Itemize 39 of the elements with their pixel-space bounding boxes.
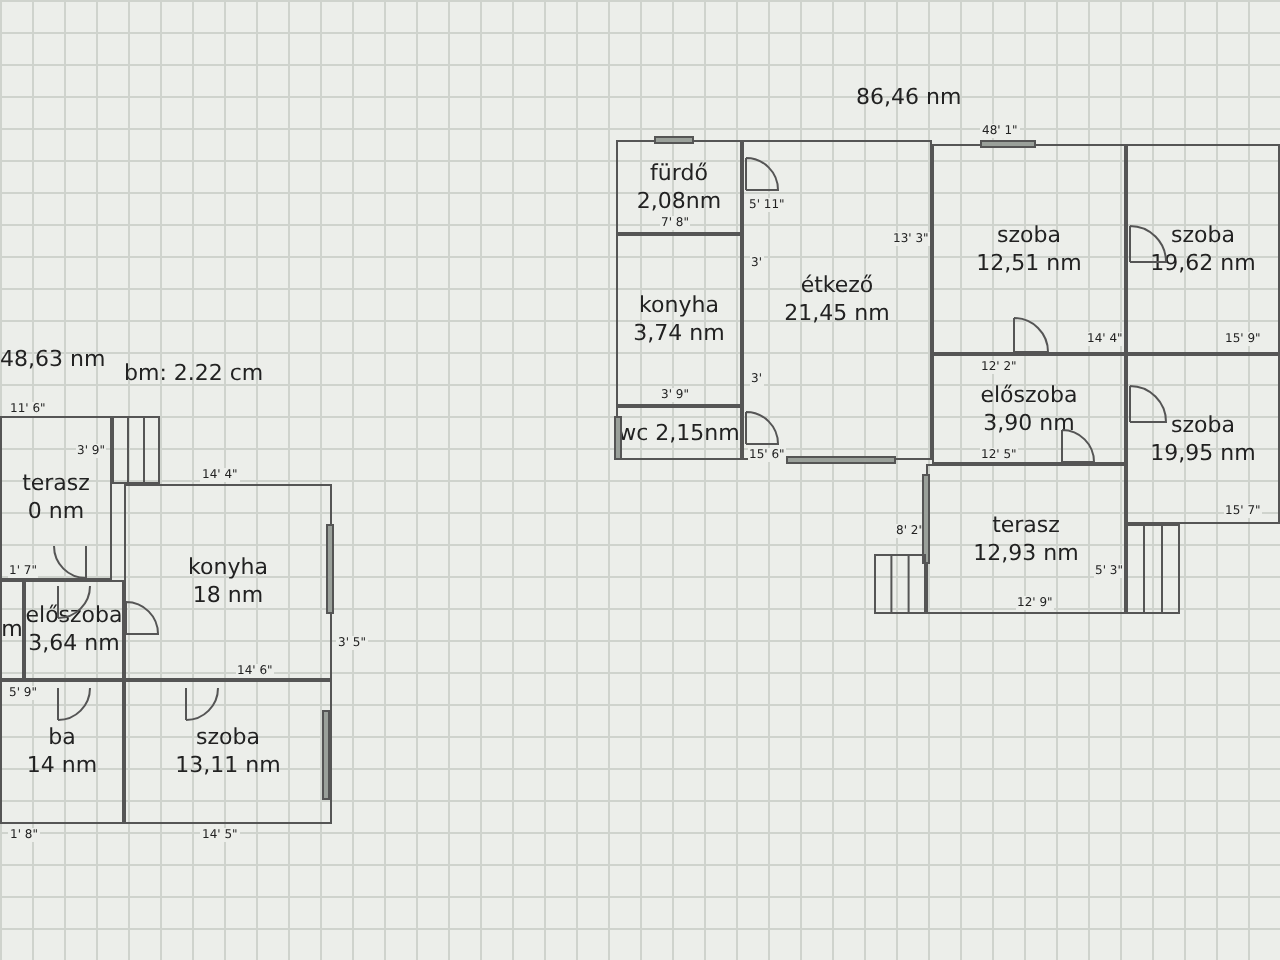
area-label: 0 nm [27, 498, 85, 526]
area-label: 14 nm [26, 752, 98, 780]
area-label: 3,90 nm [983, 409, 1075, 437]
room-name: szoba [997, 221, 1061, 249]
room-outline [1126, 144, 1280, 354]
room-outline [0, 416, 112, 580]
area-label: 2,08nm [636, 187, 722, 215]
area-label: 21,45 nm [784, 300, 890, 328]
room-name: ba [48, 724, 76, 752]
area-label: 12,51 nm [976, 249, 1082, 277]
room-name: előszoba [25, 602, 123, 630]
room-name: étkező [800, 272, 874, 300]
room-outline [932, 354, 1126, 464]
area-total-label: 48,63 nm [0, 346, 106, 372]
area-total-label: 86,46 nm [856, 84, 962, 110]
room-name: fürdő [650, 159, 708, 187]
room-outline [24, 580, 124, 680]
room-outline [124, 680, 332, 824]
room-outline [0, 680, 124, 824]
room-label: m [1, 616, 23, 644]
area-label: 19,62 nm [1150, 249, 1256, 277]
area-label: 13,11 nm [175, 752, 281, 780]
area-label: 19,95 nm [1150, 439, 1256, 467]
area-label: 3,64 nm [28, 630, 120, 658]
room-name: terasz [992, 511, 1060, 539]
room-name: konyha [188, 554, 268, 582]
area-label: 3,74 nm [633, 320, 725, 348]
room-name: szoba [196, 724, 260, 752]
room-name: előszoba [980, 381, 1078, 409]
room-outline [0, 580, 24, 680]
room-outline [616, 234, 742, 406]
room-name: szoba [1171, 221, 1235, 249]
area-total-label: bm: 2.22 cm [124, 360, 264, 386]
area-label: 12,93 nm [973, 539, 1079, 567]
area-label: 18 nm [192, 582, 264, 610]
room-outline [1126, 354, 1280, 524]
room-name: terasz [22, 470, 90, 498]
room-name: szoba [1171, 411, 1235, 439]
room-name: konyha [639, 292, 719, 320]
